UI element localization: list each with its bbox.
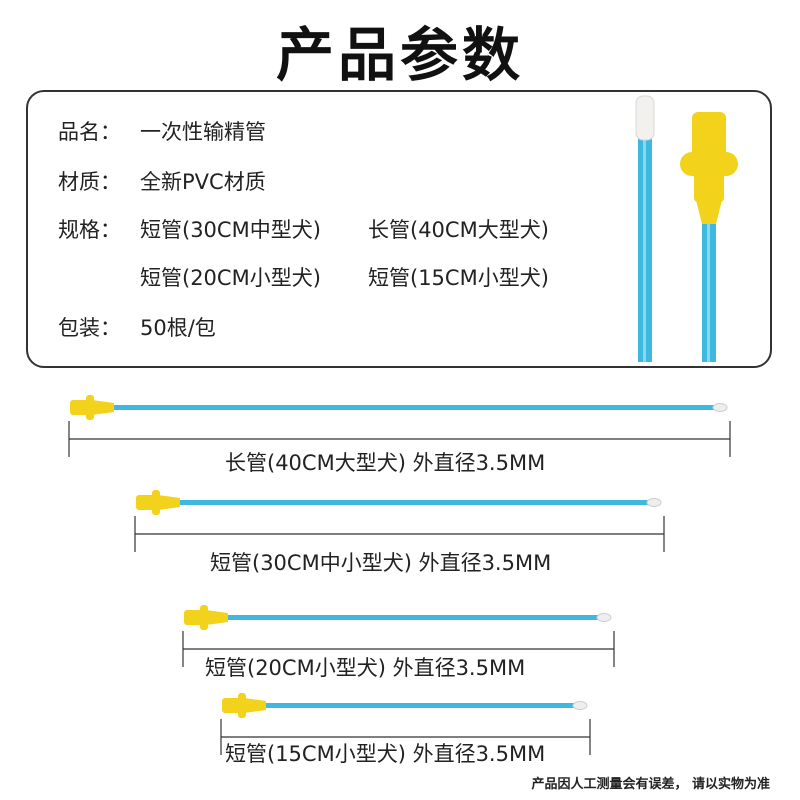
tube-tip bbox=[712, 403, 728, 412]
size-label: 规格： bbox=[58, 218, 121, 242]
tube-item bbox=[68, 395, 740, 465]
tube-item bbox=[134, 490, 674, 560]
size-value-15cm: 短管(15CM小型犬) bbox=[368, 266, 549, 290]
tube-body bbox=[178, 500, 650, 505]
tube-caption: 短管(20CM小型犬) 外直径3.5MM bbox=[205, 656, 526, 680]
dimension-line bbox=[182, 631, 615, 667]
closeup-tip bbox=[635, 95, 655, 141]
tube-drawing bbox=[134, 490, 665, 552]
material-label: 材质： bbox=[58, 170, 121, 194]
tube-item bbox=[220, 693, 600, 763]
tube-caption: 短管(30CM中小型犬) 外直径3.5MM bbox=[210, 551, 552, 575]
tube-body bbox=[264, 703, 576, 708]
size-value-20cm: 短管(20CM小型犬) bbox=[140, 266, 321, 290]
footer-note: 产品因人工测量会有误差， 请以实物为准 bbox=[531, 777, 770, 792]
tube-caption: 长管(40CM大型犬) 外直径3.5MM bbox=[225, 451, 546, 475]
name-value: 一次性输精管 bbox=[140, 120, 266, 144]
tube-drawing bbox=[220, 693, 591, 755]
tube-body bbox=[112, 405, 716, 410]
tube-drawing bbox=[68, 395, 731, 457]
tube-tip bbox=[596, 613, 612, 622]
dimension-line bbox=[134, 516, 665, 552]
package-label: 包装： bbox=[58, 316, 121, 340]
tube-tip bbox=[572, 701, 588, 710]
tube-connector bbox=[184, 605, 228, 630]
tube-drawing bbox=[182, 605, 615, 667]
tube-caption: 短管(15CM小型犬) 外直径3.5MM bbox=[225, 742, 546, 766]
dimension-line bbox=[68, 421, 731, 457]
size-value-40cm: 长管(40CM大型犬) bbox=[368, 218, 549, 242]
page-title: 产品参数 bbox=[275, 21, 524, 89]
package-value: 50根/包 bbox=[140, 316, 216, 340]
size-value-30cm: 短管(30CM中型犬) bbox=[140, 218, 321, 242]
tube-connector bbox=[136, 490, 180, 515]
tube-tip bbox=[646, 498, 662, 507]
product-closeup-image bbox=[635, 95, 738, 362]
closeup-connector bbox=[680, 112, 738, 224]
tube-connector bbox=[222, 693, 266, 718]
tube-body bbox=[226, 615, 600, 620]
material-value: 全新PVC材质 bbox=[140, 170, 266, 194]
dimension-line bbox=[220, 719, 591, 755]
spec-panel bbox=[26, 90, 772, 368]
name-label: 品名： bbox=[58, 120, 121, 144]
tube-item bbox=[182, 605, 624, 675]
tube-connector bbox=[70, 395, 114, 420]
